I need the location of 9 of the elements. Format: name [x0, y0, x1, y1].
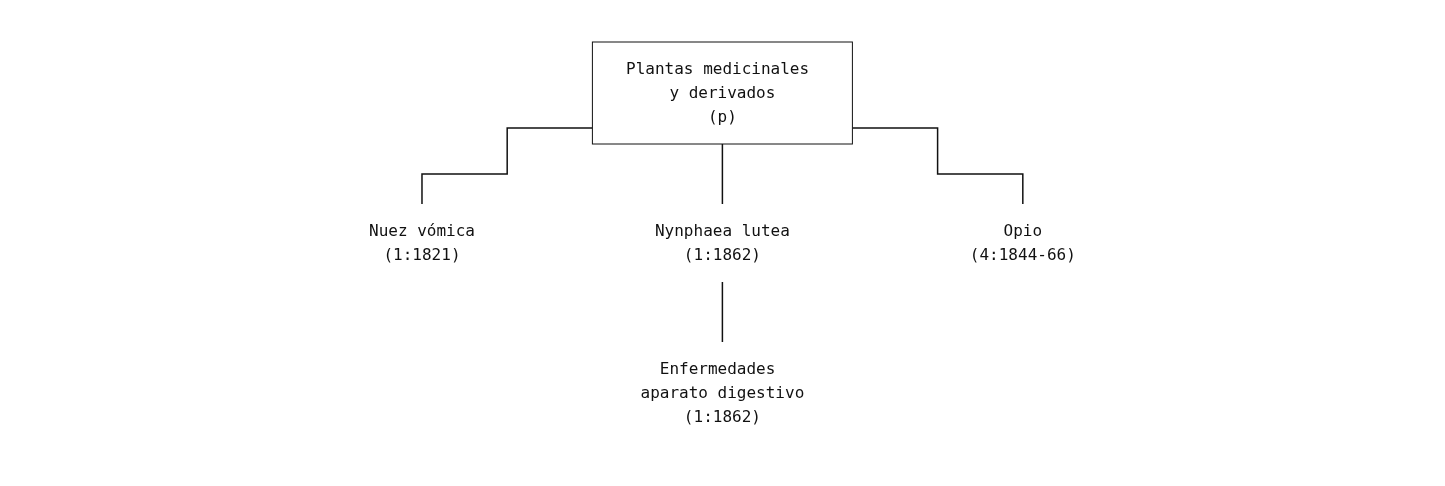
node-text: Enfermedades aparato digestivo (1:1862): [640, 359, 805, 426]
connector: [421, 127, 594, 205]
node-box: Plantas medicinales y derivados (p): [592, 41, 853, 145]
connector: [721, 281, 724, 343]
node-text: Opio (4:1844-66): [969, 221, 1076, 264]
node-text: Nuez vómica (1:1821): [369, 221, 476, 264]
connector: [851, 127, 1024, 205]
node-text: Nynphaea lutea (1:1862): [655, 221, 790, 264]
connector: [721, 143, 724, 205]
